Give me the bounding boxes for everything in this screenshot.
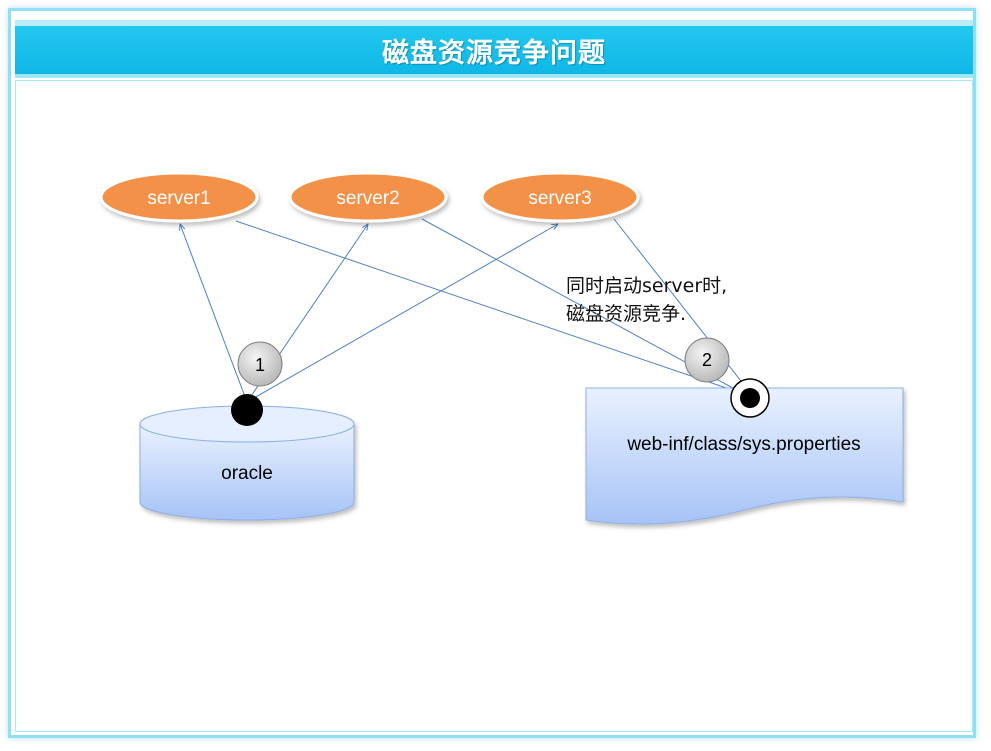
contention-note-line1: 同时启动server时,: [566, 275, 728, 297]
badge-2: [684, 337, 730, 383]
contention-note: 同时启动server时, 磁盘资源竞争.: [566, 272, 727, 328]
content-area: [15, 80, 973, 732]
connector-oracle-server3: [246, 224, 558, 403]
connector-server1-file: [235, 220, 744, 394]
title-bar: 磁盘资源竞争问题: [15, 26, 973, 78]
slide-frame: [8, 8, 976, 738]
server3-node: [480, 171, 640, 223]
server2-node: [288, 171, 448, 223]
connector-oracle-server1: [180, 224, 248, 403]
oracle-connectors: [180, 224, 558, 403]
oracle-port-dot: [231, 394, 263, 426]
slide-title: 磁盘资源竞争问题: [382, 37, 606, 69]
badge-2-label: 2: [702, 350, 712, 370]
server1-label: server1: [147, 188, 210, 209]
badge-1: [237, 341, 283, 387]
title-top-strip: [15, 20, 973, 26]
properties-document: [585, 387, 904, 525]
oracle-label: oracle: [221, 463, 273, 484]
file-port-bullseye: [730, 378, 770, 418]
server2-label: server2: [336, 188, 399, 209]
server1-node: [99, 171, 259, 223]
server3-label: server3: [528, 188, 591, 209]
badge-1-label: 1: [255, 355, 265, 375]
contention-note-line2: 磁盘资源竞争.: [566, 303, 687, 325]
properties-label: web-inf/class/sys.properties: [626, 434, 860, 455]
